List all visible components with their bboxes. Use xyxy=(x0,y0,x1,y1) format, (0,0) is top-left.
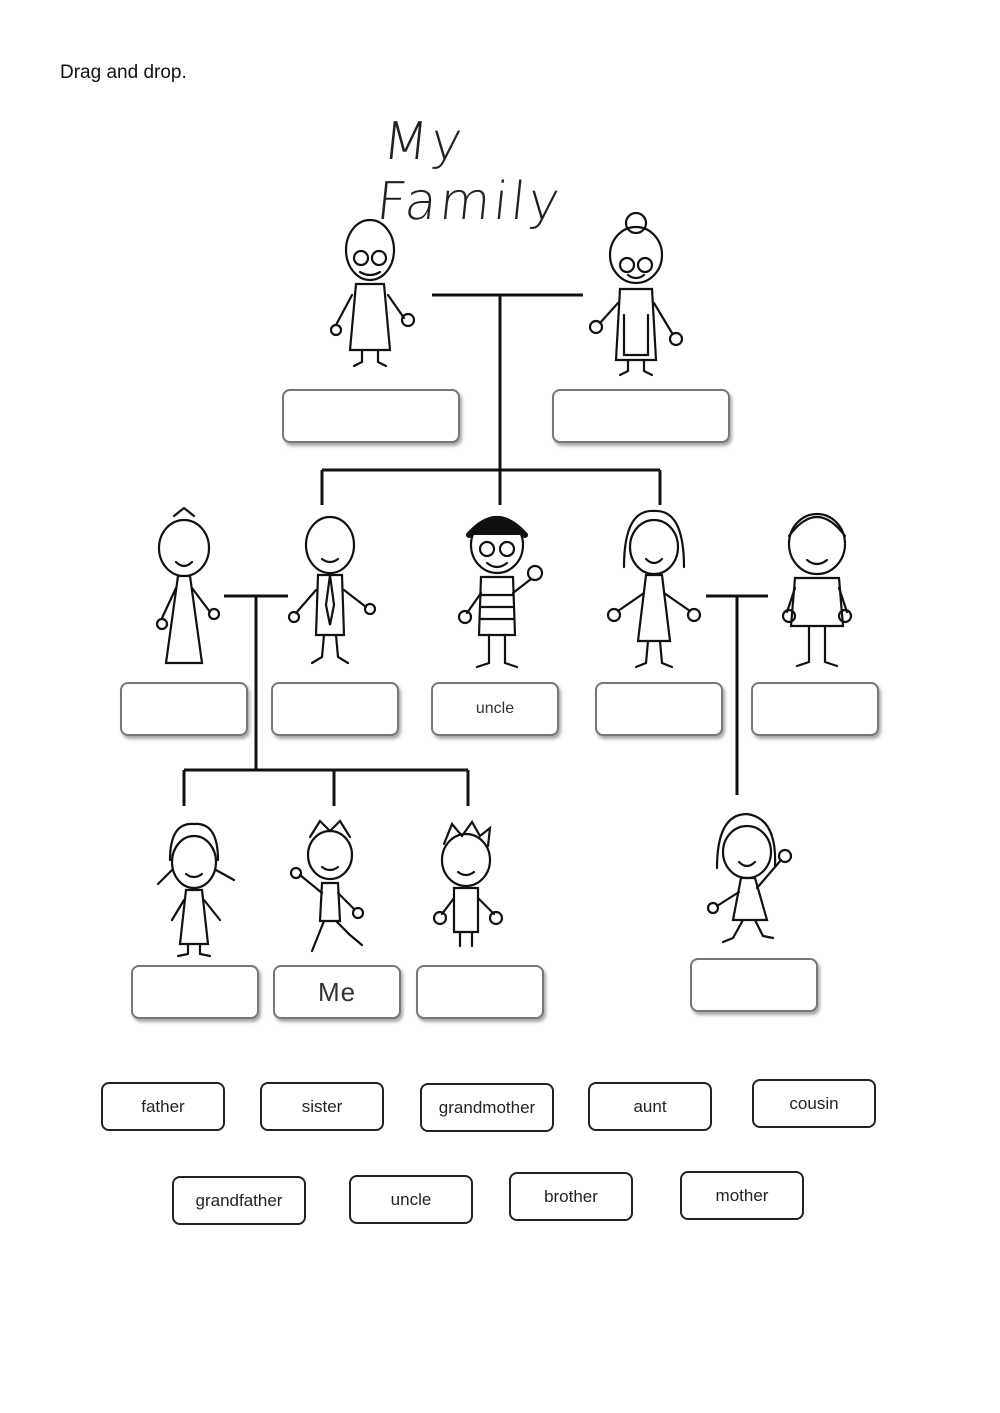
slot-sister[interactable] xyxy=(131,965,259,1019)
slot-grandfather[interactable] xyxy=(282,389,460,443)
me-figure xyxy=(289,819,365,953)
word-uncle[interactable]: uncle xyxy=(349,1175,473,1224)
word-sister[interactable]: sister xyxy=(260,1082,384,1131)
mother-figure xyxy=(155,506,221,665)
word-aunt[interactable]: aunt xyxy=(588,1082,712,1131)
slot-aunt[interactable] xyxy=(595,682,723,736)
slot-father[interactable] xyxy=(271,682,399,736)
slot-uncle[interactable]: uncle xyxy=(431,682,559,736)
slot-mother[interactable] xyxy=(120,682,248,736)
word-cousin[interactable]: cousin xyxy=(752,1079,876,1128)
slot-cousin[interactable] xyxy=(690,958,818,1012)
word-grandmother[interactable]: grandmother xyxy=(420,1083,554,1132)
aunt-figure xyxy=(606,509,702,669)
instruction-text: Drag and drop. xyxy=(60,62,187,83)
word-mother[interactable]: mother xyxy=(680,1171,804,1220)
slot-aunts-husband[interactable] xyxy=(751,682,879,736)
cousin-figure xyxy=(706,812,793,944)
uncle-figure xyxy=(457,515,544,669)
word-father[interactable]: father xyxy=(101,1082,225,1131)
slot-me: Me xyxy=(273,965,401,1019)
word-grandfather[interactable]: grandfather xyxy=(172,1176,306,1225)
grandmother-figure xyxy=(588,211,684,377)
tree-lines xyxy=(182,293,768,806)
father-figure xyxy=(287,515,377,665)
grandfather-figure xyxy=(329,218,416,368)
slot-grandmother[interactable] xyxy=(552,389,730,443)
brother-figure xyxy=(432,819,504,948)
aunts-husband-figure xyxy=(781,512,853,668)
word-brother[interactable]: brother xyxy=(509,1172,633,1221)
slot-brother[interactable] xyxy=(416,965,544,1019)
sister-figure xyxy=(156,822,236,958)
